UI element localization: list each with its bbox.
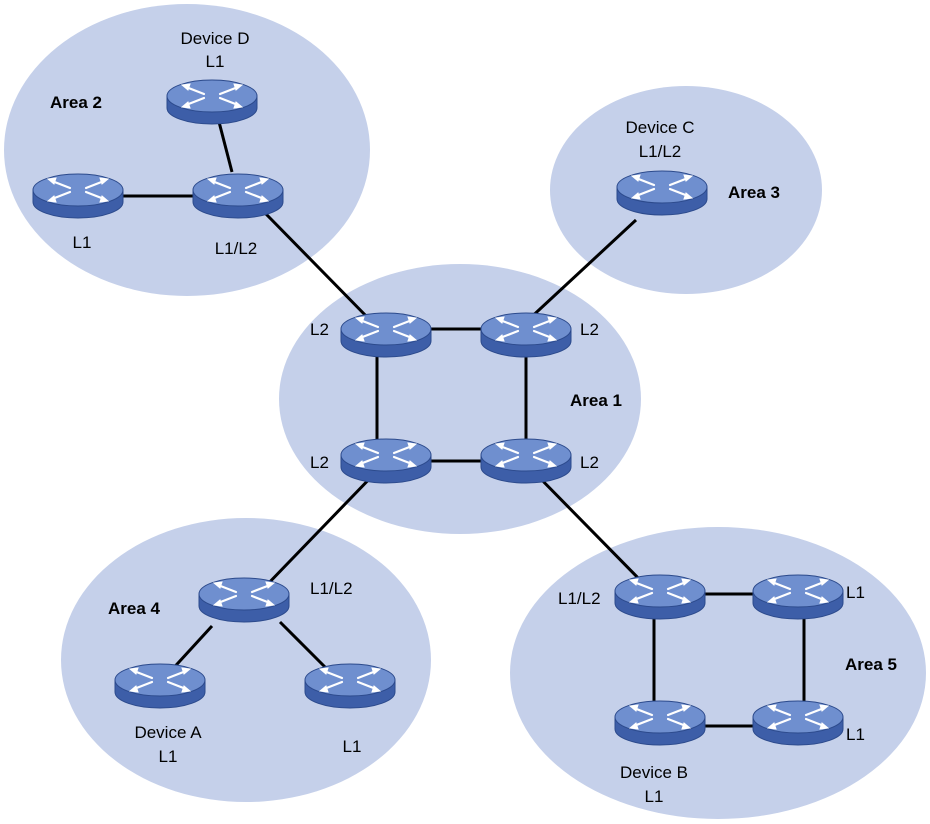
device-level-label: L1	[846, 583, 865, 602]
router-icon	[303, 662, 397, 710]
link-area3-area1	[524, 218, 638, 324]
device-level-label: L1	[846, 725, 865, 744]
device-level-label: L2	[580, 453, 599, 472]
area-1-label: Area 1	[570, 391, 622, 410]
router-icon	[615, 169, 709, 217]
device-level-label: L1	[159, 747, 178, 766]
area-2-label: Area 2	[50, 93, 102, 112]
router-icon	[479, 437, 573, 485]
device-level-label: L1	[73, 233, 92, 252]
link-area2-d-border	[216, 117, 234, 173]
router-icon	[751, 573, 845, 621]
link-area2-border-area1	[264, 212, 374, 324]
device-name-label: Device A	[134, 723, 202, 742]
device-level-label: L1/L2	[215, 239, 258, 258]
device-name-label: Device D	[181, 29, 250, 48]
router-icon	[339, 437, 433, 485]
router-icon	[113, 662, 207, 710]
device-name-label: Device C	[626, 118, 695, 137]
area-2-region	[4, 4, 370, 296]
area-4-region	[61, 518, 431, 802]
device-level-label: L2	[310, 320, 329, 339]
link-area4-border-right	[278, 620, 332, 674]
device-level-label: L1	[343, 737, 362, 756]
area-labels: Area 2 Area 3 Area 1 Area 4 Area 5	[50, 93, 897, 674]
link-area1-area5	[530, 468, 648, 588]
device-level-label: L1	[645, 787, 664, 806]
device-level-label: L2	[580, 320, 599, 339]
router-icon	[613, 573, 707, 621]
router-icon	[191, 172, 285, 220]
device-level-label: L1/L2	[639, 142, 682, 161]
router-icon	[197, 576, 291, 624]
device-labels: Device D L1 L1 L1/L2 Device C L1/L2 L2 L…	[73, 29, 865, 806]
router-icon	[31, 172, 125, 220]
router-icon	[613, 699, 707, 747]
router-icon	[339, 311, 433, 359]
device-level-label: L1/L2	[558, 589, 601, 608]
device-level-label: L1	[206, 52, 225, 71]
router-icon	[165, 78, 259, 126]
link-area1-area4	[260, 468, 380, 592]
device-level-label: L2	[310, 453, 329, 472]
router-icon	[751, 699, 845, 747]
area-4-label: Area 4	[108, 599, 161, 618]
device-level-label: L1/L2	[310, 579, 353, 598]
router-icon	[479, 311, 573, 359]
area-3-label: Area 3	[728, 183, 780, 202]
device-name-label: Device B	[620, 763, 688, 782]
area-5-label: Area 5	[845, 655, 897, 674]
